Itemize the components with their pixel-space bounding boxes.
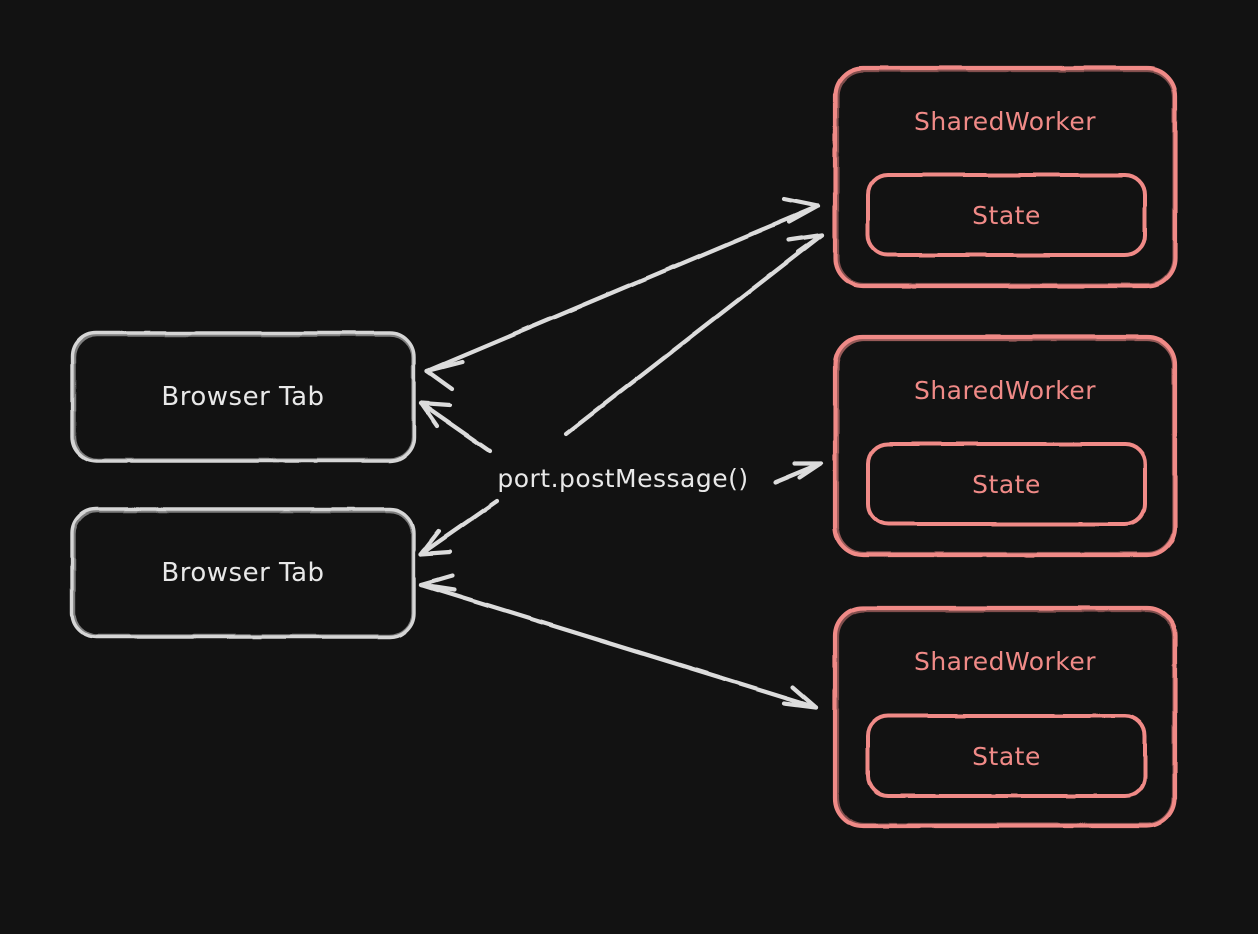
arrow-hub-worker1 (563, 232, 825, 437)
arrow-tab1-worker1 (424, 196, 821, 392)
arrow-tab2-worker3 (418, 573, 819, 710)
state-box-3[interactable] (866, 714, 1147, 798)
shared-worker-2-box-overdraw (834, 336, 1177, 557)
browser-tab-1-box[interactable] (70, 331, 416, 463)
shared-worker-1-box-overdraw (834, 67, 1177, 288)
browser-tab-2-box[interactable] (70, 507, 416, 639)
browser-tab-1-box-overdraw (72, 333, 415, 462)
shared-worker-3-box-overdraw (834, 607, 1177, 828)
browser-tab-2-box-overdraw (72, 509, 415, 638)
arrow-hub-worker2 (772, 460, 824, 485)
state-box-1[interactable] (866, 173, 1147, 257)
state-box-2[interactable] (866, 442, 1147, 526)
arrow-hub-tab1 (418, 400, 493, 454)
arrow-hub-tab2 (418, 498, 500, 557)
